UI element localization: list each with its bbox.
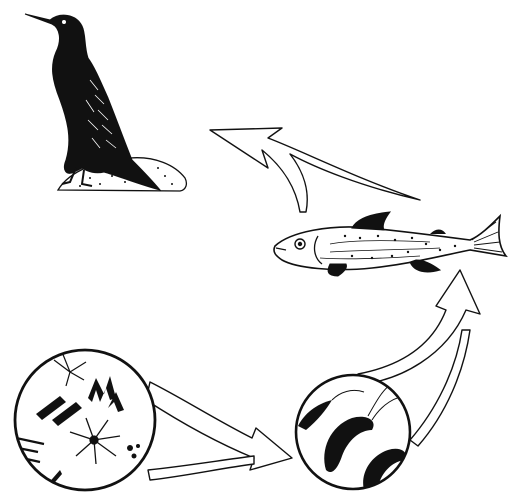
phytoplankton-icon <box>15 350 155 490</box>
zooplankton-icon <box>296 375 424 490</box>
fish-anal-fin <box>410 260 440 272</box>
bird-eye <box>62 20 66 24</box>
fish-body <box>274 216 506 270</box>
fish-adipose-fin <box>430 230 446 235</box>
arrow-plankton-to-krill-lower <box>148 456 254 480</box>
cormorant-icon <box>25 14 186 191</box>
phytoplankton-circle <box>15 350 155 490</box>
arrow-fish-to-bird <box>210 128 420 212</box>
fish-dorsal-fin <box>352 212 390 230</box>
fish-pupil <box>298 242 302 246</box>
fish-icon <box>274 212 506 276</box>
arrow-plankton-to-krill <box>146 382 292 470</box>
fish-pelvic-fin <box>328 264 346 276</box>
